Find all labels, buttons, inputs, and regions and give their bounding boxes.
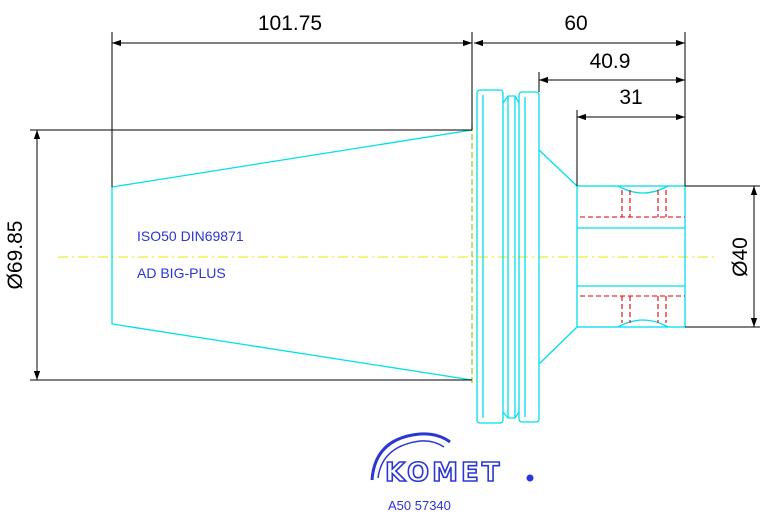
v-groove [502, 95, 520, 419]
logo-arc [370, 432, 451, 481]
neck-cone [538, 149, 578, 365]
dimension-lines [30, 32, 760, 381]
dim-text-40-9: 40.9 [590, 50, 631, 73]
dim-text-60: 60 [564, 12, 587, 35]
shank-notch-top [617, 185, 669, 194]
dim-text-101-75: 101.75 [258, 12, 322, 35]
dim-text-dia-69-85: Ø69.85 [4, 221, 27, 290]
dim-text-31: 31 [619, 86, 642, 109]
flange-outer [476, 89, 504, 424]
note-variant: AD BIG-PLUS [137, 265, 226, 281]
komet-logo: KOMET [370, 432, 534, 489]
part-number: A50 57340 [388, 498, 451, 513]
tool-outline [111, 89, 686, 424]
dim-text-dia-40: Ø40 [729, 237, 752, 277]
shank-outline [576, 185, 686, 328]
logo-text: KOMET [385, 458, 502, 488]
note-standard: ISO50 DIN69871 [137, 228, 244, 244]
shank-notch-bottom [617, 319, 669, 328]
hidden-lines [580, 190, 685, 323]
flange-inner [518, 91, 540, 423]
taper-outline [111, 129, 473, 381]
logo-dot [526, 474, 534, 482]
